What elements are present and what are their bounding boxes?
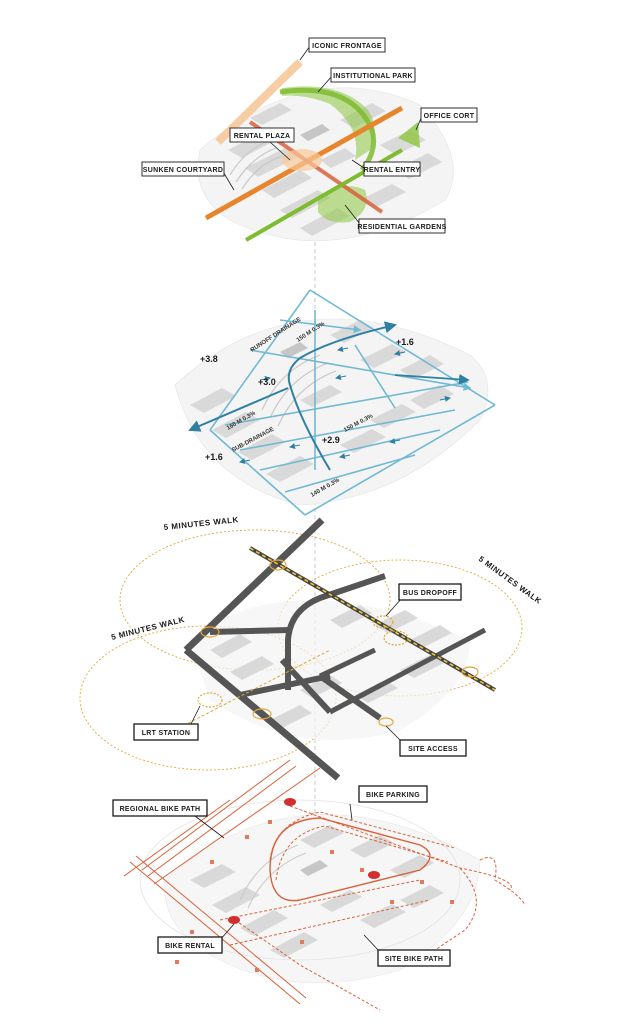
bike-parking-marker-1	[284, 798, 296, 806]
label-bike-parking: BIKE PARKING	[349, 785, 428, 821]
svg-text:RESIDENTIAL GARDENS: RESIDENTIAL GARDENS	[357, 224, 446, 231]
layer-public-spaces: ICONIC FRONTAGE INSTITUTIONAL PARK OFFIC…	[141, 37, 478, 242]
label-bus-dropoff: BUS DROPOFF	[385, 583, 462, 617]
sub-drainage-west	[188, 387, 289, 432]
svg-text:SITE BIKE PATH: SITE BIKE PATH	[385, 956, 443, 963]
svg-text:RENTAL PLAZA: RENTAL PLAZA	[234, 133, 291, 140]
label-lrt-station: LRT STATION	[133, 705, 201, 741]
road-network	[183, 517, 487, 781]
elevation-5: +1.6	[205, 452, 223, 462]
office-cort-green	[398, 122, 420, 148]
layer-access: 5 MINUTES WALK 5 MINUTES WALK 5 MINUTES …	[79, 515, 543, 781]
label-site-bike-path: SITE BIKE PATH	[363, 934, 451, 967]
svg-text:SUNKEN COURTYARD: SUNKEN COURTYARD	[143, 167, 223, 174]
svg-text:BUS DROPOFF: BUS DROPOFF	[403, 590, 458, 597]
label-regional-bike-path: REGIONAL BIKE PATH	[112, 799, 225, 839]
layer-drainage: RUNOFF DRAINAGE SUB-DRAINAGE +3.8 +3.0 +…	[174, 289, 496, 516]
label-residential-gardens: RESIDENTIAL GARDENS	[344, 204, 446, 234]
elevation-4: +2.9	[322, 435, 340, 445]
regional-bike-path-lines	[123, 759, 321, 1005]
sub-drainage-line	[287, 321, 397, 471]
bike-loop	[269, 817, 431, 902]
drainage-network	[209, 289, 496, 516]
label-rental-entry: RENTAL ENTRY	[351, 159, 421, 177]
svg-text:BIKE PARKING: BIKE PARKING	[366, 792, 420, 799]
svg-text:OFFICE CORT: OFFICE CORT	[424, 113, 475, 120]
layer-bike-network: REGIONAL BIKE PATH BIKE PARKING BIKE REN…	[112, 759, 526, 1011]
buildings-layer-2	[190, 320, 454, 482]
label-iconic-frontage: ICONIC FRONTAGE	[299, 37, 386, 61]
walk-label-left: 5 MINUTES WALK	[110, 615, 185, 642]
elevation-1: +3.8	[200, 354, 218, 364]
svg-text:LRT STATION: LRT STATION	[142, 730, 191, 737]
svg-text:BIKE RENTAL: BIKE RENTAL	[165, 943, 215, 950]
svg-text:REGIONAL BIKE PATH: REGIONAL BIKE PATH	[120, 806, 201, 813]
label-bike-rental: BIKE RENTAL	[157, 923, 235, 954]
svg-text:RENTAL ENTRY: RENTAL ENTRY	[364, 167, 421, 174]
svg-text:INSTITUTIONAL PARK: INSTITUTIONAL PARK	[333, 73, 413, 80]
site-bike-path-lines	[219, 805, 526, 1011]
drainage-arcs	[261, 354, 337, 427]
sub-drainage-east	[394, 373, 470, 385]
rental-plaza-highlight	[282, 149, 322, 171]
walk-label-right: 5 MINUTES WALK	[477, 554, 543, 606]
label-institutional-park: INSTITUTIONAL PARK	[317, 67, 416, 93]
bike-stops	[175, 820, 454, 972]
svg-text:ICONIC FRONTAGE: ICONIC FRONTAGE	[312, 43, 382, 50]
walk-label-top: 5 MINUTES WALK	[163, 515, 239, 532]
buildings-layer-4	[190, 825, 444, 958]
site-base-4	[164, 814, 481, 984]
bike-ring-large	[139, 799, 461, 961]
elevation-2: +3.0	[258, 377, 276, 387]
label-rental-plaza: RENTAL PLAZA	[229, 127, 295, 161]
label-office-cort: OFFICE CORT	[415, 107, 478, 131]
transit-line-dash	[249, 547, 496, 691]
flow-arrows	[239, 346, 451, 464]
label-sunken-courtyard: SUNKEN COURTYARD	[141, 161, 235, 191]
bike-arcs	[239, 844, 307, 909]
label-site-access: SITE ACCESS	[385, 725, 467, 757]
svg-text:SITE ACCESS: SITE ACCESS	[408, 746, 458, 753]
lrt-line	[174, 649, 331, 731]
bike-rental-marker	[228, 916, 240, 924]
elevation-3: +1.6	[396, 337, 414, 347]
bike-parking-marker-2	[368, 871, 380, 879]
